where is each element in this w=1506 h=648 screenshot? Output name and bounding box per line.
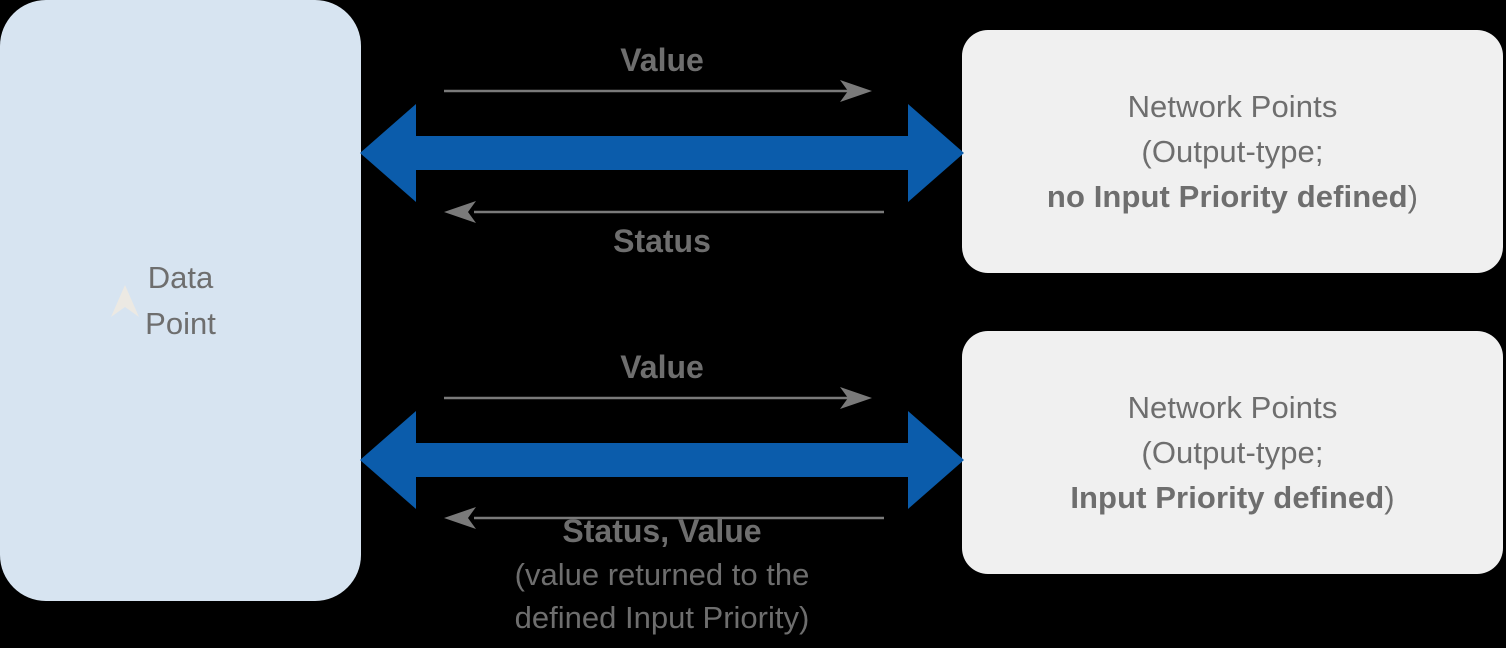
network-points-box-no-priority: Network Points (Output-type; no Input Pr… bbox=[962, 30, 1503, 273]
np2-line3-tail: ) bbox=[1384, 480, 1395, 515]
np1-line1: Network Points bbox=[1127, 89, 1338, 124]
np1-line3: no Input Priority defined) bbox=[1047, 174, 1418, 219]
flow-1-bidirectional-arrow bbox=[360, 104, 964, 202]
data-point-box: Data Point bbox=[0, 0, 361, 601]
network-points-label-1: Network Points (Output-type; no Input Pr… bbox=[1047, 84, 1418, 219]
data-point-label-line1: Data bbox=[147, 259, 214, 295]
flow-1-return-label: Status bbox=[613, 223, 711, 259]
flow-2-forward-arrow bbox=[444, 387, 872, 409]
flow-2-return-note: (value returned to the defined Input Pri… bbox=[360, 553, 964, 639]
flow-2-bidirectional-arrow bbox=[360, 411, 964, 509]
np2-line2: (Output-type; bbox=[1141, 435, 1324, 470]
np1-line3-tail: ) bbox=[1407, 179, 1419, 214]
network-points-box-with-priority: Network Points (Output-type; Input Prior… bbox=[962, 331, 1503, 574]
np2-line3: Input Priority defined) bbox=[1070, 475, 1394, 520]
flow-1-forward-label: Value bbox=[620, 42, 704, 78]
data-point-label-line2: Point bbox=[145, 305, 216, 341]
network-points-label-2: Network Points (Output-type; Input Prior… bbox=[1070, 385, 1394, 520]
np2-line1: Network Points bbox=[1127, 390, 1338, 425]
flow-2-return-label: Status, Value bbox=[562, 513, 762, 549]
flow-2-forward-label: Value bbox=[620, 349, 704, 385]
data-point-label: Data Point bbox=[145, 255, 216, 347]
flow-1-return-arrow bbox=[444, 201, 884, 223]
np2-line3-bold: Input Priority defined bbox=[1070, 480, 1385, 515]
np1-line2: (Output-type; bbox=[1141, 134, 1324, 169]
flow-1-forward-arrow bbox=[444, 80, 872, 102]
np1-line3-bold: no Input Priority defined bbox=[1046, 179, 1408, 214]
flow-2-return-note-line1: (value returned to the bbox=[514, 557, 810, 592]
flow-2-return-arrow bbox=[444, 507, 884, 529]
flow-2-return-note-line2: defined Input Priority) bbox=[514, 600, 810, 635]
caret-up-icon bbox=[111, 285, 139, 317]
